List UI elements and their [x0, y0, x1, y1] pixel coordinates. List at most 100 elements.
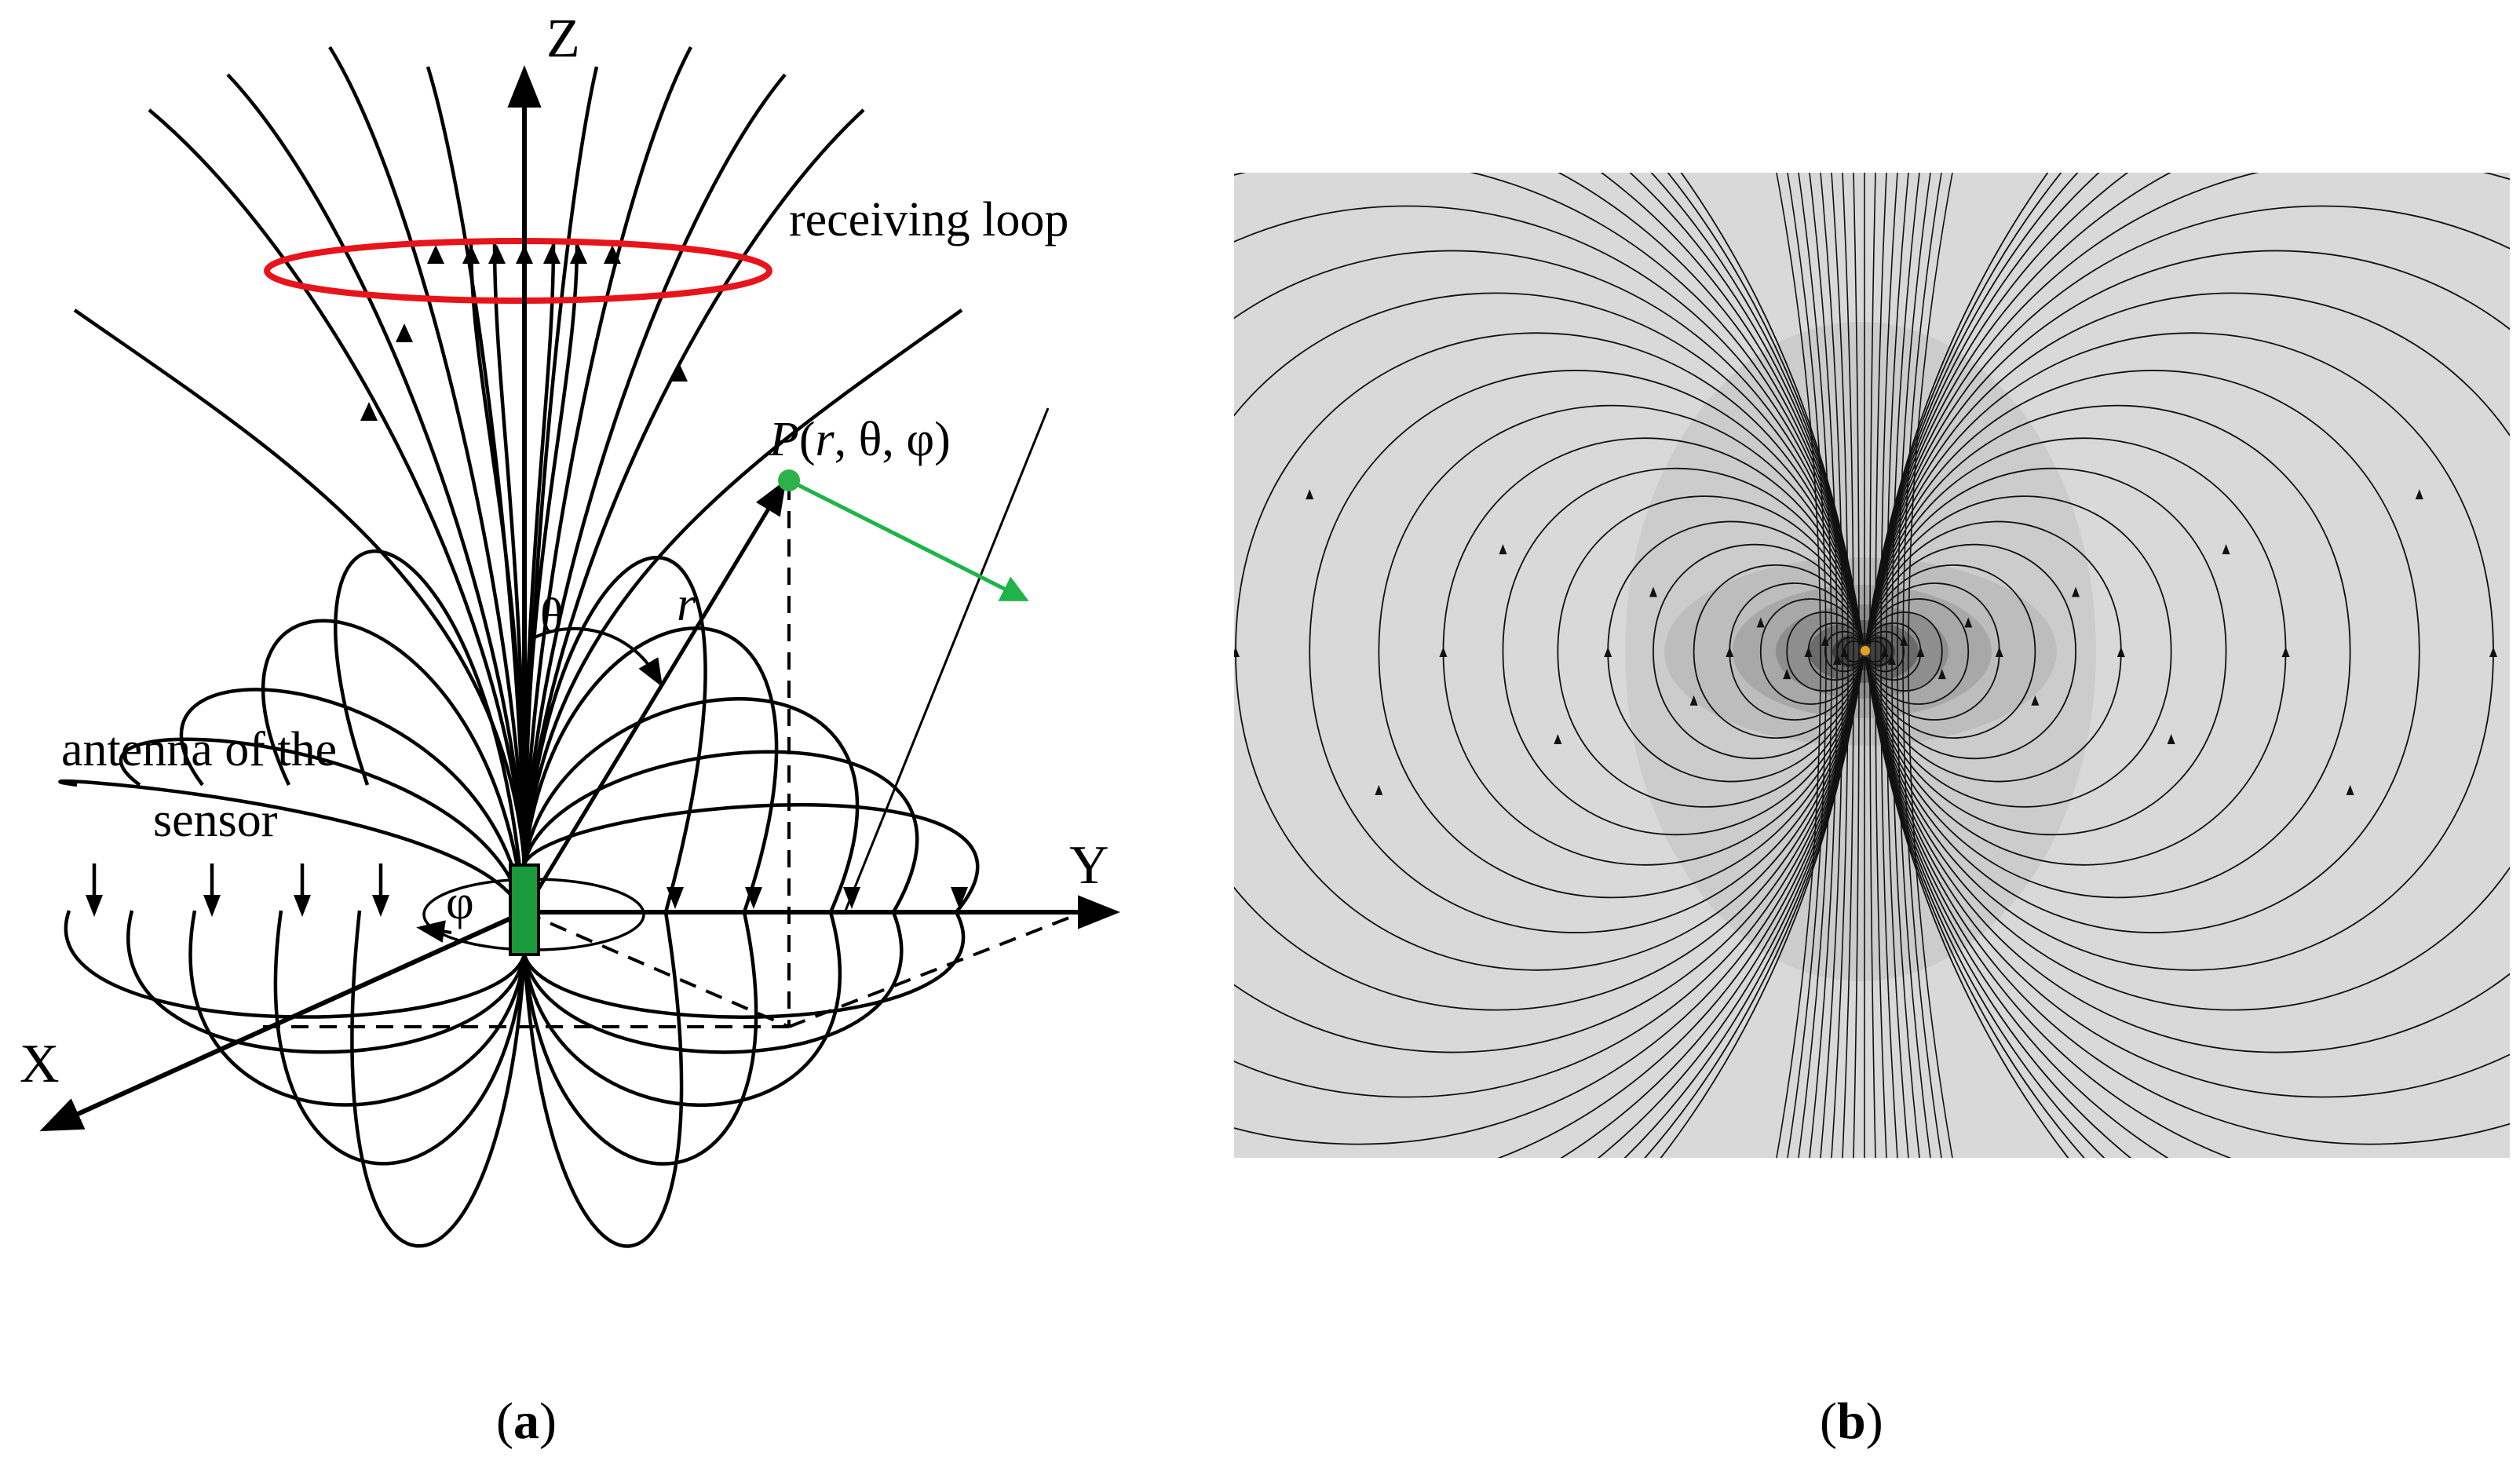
field-arrow	[488, 245, 506, 264]
streamline-arrow	[2346, 784, 2354, 795]
streamline	[1776, 173, 1821, 1158]
streamline-arrow	[1804, 647, 1813, 657]
streamline-arrow	[2415, 489, 2423, 500]
theta-label: θ	[540, 590, 564, 643]
streamline-arrow	[1689, 695, 1698, 706]
streamline-arrow	[1604, 647, 1612, 657]
field-arrow	[543, 245, 561, 264]
streamline-arrow	[2031, 695, 2040, 706]
field-loop	[179, 688, 527, 919]
streamline	[1842, 173, 1854, 1158]
streamline	[1864, 173, 2232, 1158]
tangent-line	[842, 407, 1050, 915]
streamline-arrow	[1306, 489, 1314, 500]
streamline-arrow	[1153, 848, 1161, 858]
phi-label: φ	[446, 876, 474, 929]
streamline	[1897, 173, 1931, 1158]
streamline-arrow	[351, 647, 359, 657]
streamline-arrow	[1649, 586, 1657, 597]
streamline	[1864, 404, 2351, 899]
streamline-arrow	[981, 647, 989, 657]
field-streamlines	[229, 173, 2510, 1158]
streamline	[1891, 173, 1920, 1158]
streamline	[1831, 173, 1849, 1158]
field-line	[522, 243, 579, 864]
caption-a: (a)	[496, 1393, 557, 1450]
streamline-arrow	[1375, 784, 1383, 795]
field-loop	[261, 619, 527, 919]
streamline-arrow	[1821, 635, 1829, 646]
field-arrow	[570, 245, 587, 264]
field-loop	[58, 779, 527, 919]
streamline-arrow	[1937, 669, 1946, 680]
point-p-label: P(r, θ, φ)	[769, 413, 951, 466]
streamline	[1864, 292, 2510, 1011]
field-arrow	[360, 402, 378, 421]
field-loop	[522, 556, 707, 913]
streamline	[1869, 173, 1876, 1158]
field-arrow	[396, 323, 413, 342]
field-loop	[126, 910, 527, 1054]
field-loop	[522, 697, 860, 913]
panel-b-field-simulation: (b)	[229, 173, 2510, 1450]
streamline	[1653, 543, 1865, 760]
streamline-arrow	[1726, 647, 1734, 657]
streamline	[1759, 598, 1865, 705]
streamline	[1875, 173, 1887, 1158]
streamline	[1809, 173, 1838, 1158]
streamline-arrow	[1964, 617, 1973, 628]
source-point	[1859, 644, 1872, 657]
streamline-arrow	[1783, 669, 1791, 680]
streamline	[1864, 250, 2510, 1053]
field-loop	[522, 911, 904, 1054]
field-line	[148, 108, 527, 864]
streamline	[1880, 173, 1898, 1158]
streamline	[1502, 467, 1865, 836]
field-arrow	[604, 245, 621, 264]
streamline-arrow	[229, 1111, 237, 1121]
streamline-arrow	[791, 342, 798, 352]
streamline	[1864, 564, 2036, 739]
field-loop	[522, 911, 758, 1166]
point-p	[778, 469, 800, 491]
field-line	[73, 308, 527, 864]
field-arrow	[203, 895, 221, 917]
field-line	[226, 73, 527, 864]
streamline	[1864, 173, 2510, 1145]
radius-vector	[522, 479, 787, 914]
field-loop	[522, 911, 842, 1107]
streamline	[1497, 173, 1865, 1158]
field-arrow	[86, 895, 103, 917]
y-axis-label: Y	[1069, 835, 1109, 896]
field-line	[522, 308, 963, 864]
radius-label: r	[677, 578, 696, 631]
antenna-label-line2: sensor	[153, 794, 278, 847]
field-loop	[350, 910, 527, 1248]
streamline-arrow	[1499, 544, 1507, 555]
dipole-field-loops	[58, 549, 980, 1248]
streamline-arrow	[2116, 647, 2125, 657]
field-line	[522, 73, 787, 864]
streamline	[1820, 173, 1843, 1158]
streamline-arrow	[688, 647, 696, 657]
field-loop	[64, 910, 527, 1019]
streamline-arrow	[888, 923, 896, 933]
streamline	[1864, 598, 1970, 705]
streamline-arrow	[1900, 635, 1908, 646]
streamline	[1864, 467, 2227, 836]
field-arrow	[745, 887, 762, 909]
sensor-antenna	[509, 863, 540, 956]
streamline-arrow	[1995, 647, 2003, 657]
streamline	[1864, 495, 2172, 808]
streamline	[1864, 370, 2420, 933]
theta-arc	[529, 626, 663, 688]
field-loop	[119, 737, 527, 919]
field-loop	[522, 750, 919, 914]
streamline-arrow	[2167, 734, 2175, 745]
field-arrow	[462, 245, 480, 264]
field-loop	[188, 910, 527, 1107]
streamline-arrow	[2281, 647, 2290, 657]
field-loop	[273, 910, 527, 1166]
x-axis	[39, 910, 526, 1132]
streamline-arrow	[2072, 586, 2080, 597]
